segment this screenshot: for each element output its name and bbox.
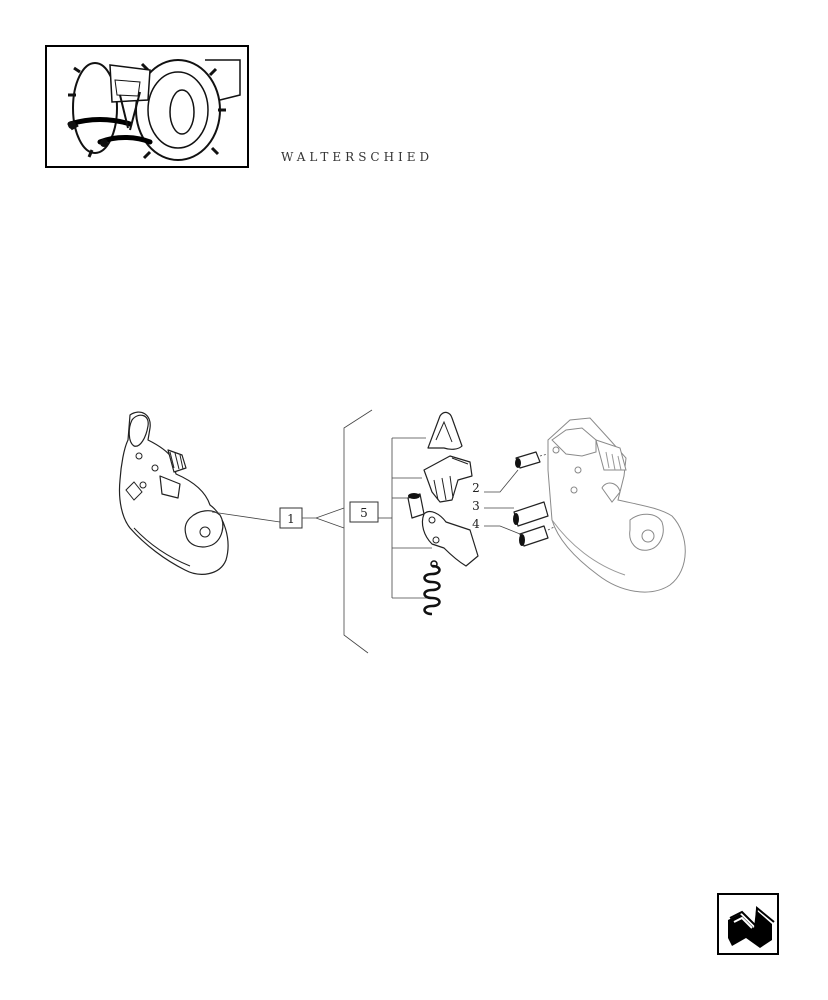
callout-5: 5 — [349, 501, 379, 523]
leader-2 — [484, 469, 519, 493]
callout-2: 2 — [472, 481, 480, 495]
leader-hook-to-1 — [211, 511, 281, 523]
callout-3: 3 — [472, 499, 480, 513]
callout-4: 4 — [472, 517, 480, 531]
callout-1: 1 — [279, 507, 303, 529]
pin-2 — [515, 451, 557, 469]
small-pin-part — [407, 493, 425, 519]
callout-3-label: 3 — [472, 499, 480, 513]
next-page-button[interactable] — [717, 893, 779, 955]
callout-5-label: 5 — [360, 506, 368, 520]
thumbnail-frame — [45, 45, 249, 168]
leader-4 — [484, 525, 521, 535]
next-page-arrow-icon — [728, 905, 775, 948]
callout-2-label: 2 — [472, 481, 480, 495]
lever-part — [421, 510, 479, 567]
hook-assembly-drawing — [118, 411, 229, 575]
pin-3 — [513, 501, 549, 527]
callout-1-label: 1 — [287, 512, 295, 526]
spring-part — [423, 560, 441, 616]
lock-clip-part — [427, 411, 463, 450]
callout-4-label: 4 — [472, 517, 480, 531]
latch-part — [423, 455, 473, 503]
hook-body-drawing — [547, 417, 686, 593]
bracket-wedge — [302, 507, 345, 529]
tractor-thumbnail-image — [67, 59, 241, 161]
group-brace — [343, 409, 373, 654]
pin-4 — [519, 517, 573, 547]
location-caption: WALTERSCHIED — [281, 150, 433, 164]
